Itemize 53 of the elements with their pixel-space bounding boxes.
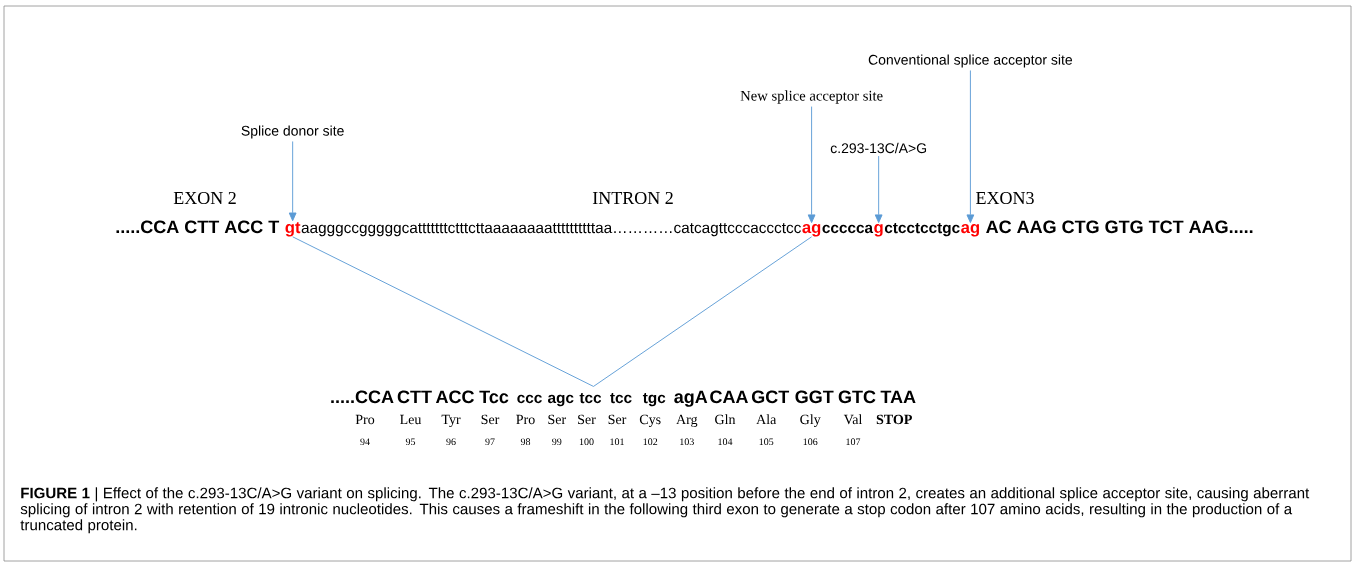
residue-number: 99 xyxy=(552,438,562,446)
sequence-text: .....CCA CTT ACC T xyxy=(116,220,280,234)
residue-number: 97 xyxy=(485,438,495,446)
callout-label: New splice acceptor site xyxy=(740,90,883,104)
amino-acid: Ala xyxy=(756,414,777,425)
region-label: INTRON 2 xyxy=(592,191,673,205)
highlighted-bases: ag xyxy=(802,224,821,237)
amino-acid: Pro xyxy=(355,414,375,425)
residue-number: 103 xyxy=(680,438,694,446)
amino-acid: Val xyxy=(843,414,863,425)
residue-number: 94 xyxy=(360,438,370,446)
sequence-text: ccccca xyxy=(822,224,874,234)
arrow xyxy=(288,141,297,222)
connector-line xyxy=(292,236,594,387)
residue-number: 102 xyxy=(643,438,658,446)
arrow xyxy=(966,70,975,224)
callout-label: c.293-13C/A>G xyxy=(830,142,927,154)
region-label: EXON 2 xyxy=(173,191,236,205)
sequence-text: aagggccgggggcatttttttctttcttaaaaaaaattttttttttaa…………catcagttcccaccctcc xyxy=(301,223,801,237)
amino-acid: Leu xyxy=(400,414,422,425)
codon-sequence: .....CCA CTT ACC Tcc ccc agc tcc tcc tgc agA CAA GCT GGT GTC TAA xyxy=(331,390,916,407)
caption: FIGURE 1 | Effect of the c.293-13C/A>G variant on splicing. The c.293-13C/A>G variant, at a –13 position before the end of intron 2, creates an additional splice acceptor site, causing aberrant splicing of intron 2 with retention of 19 intronic nucleotides. This causes a frameshift in the following third exon to generate a stop codon after 107 amino acids, resulting in the production of a truncated protein. xyxy=(20,487,1310,534)
residue-number: 98 xyxy=(520,438,531,446)
residue-number: 96 xyxy=(446,438,456,446)
amino-acid: Ser xyxy=(481,414,500,425)
sequence-text: AC AAG CTG GTG TCT AAG..... xyxy=(986,220,1253,234)
amino-acid: Arg xyxy=(676,414,698,427)
amino-acid: Pro xyxy=(516,414,535,425)
highlighted-bases: g xyxy=(874,224,883,237)
callout-label: Conventional splice acceptor site xyxy=(868,54,1073,68)
residue-number: 95 xyxy=(405,438,416,446)
amino-acid: Gly xyxy=(800,414,821,427)
amino-acid: Ser xyxy=(578,414,596,425)
callout-label: Splice donor site xyxy=(241,125,344,139)
amino-acid: Tyr xyxy=(441,414,461,427)
amino-acid: STOP xyxy=(876,414,912,425)
sequence-text: ctcctcctgc xyxy=(884,223,960,237)
residue-number: 106 xyxy=(803,438,818,446)
arrow xyxy=(874,155,883,224)
highlighted-bases: ag xyxy=(961,224,979,237)
residue-number: 107 xyxy=(846,438,861,446)
highlighted-bases: gt xyxy=(285,222,301,237)
connector-line xyxy=(593,236,813,387)
residue-number: 101 xyxy=(610,438,624,446)
region-label: EXON3 xyxy=(976,191,1034,205)
residue-number: 100 xyxy=(579,438,594,446)
amino-acid: Ser xyxy=(608,414,627,425)
amino-acid: Cys xyxy=(639,414,661,427)
amino-acid: Gln xyxy=(715,414,736,425)
arrow xyxy=(807,106,816,224)
residue-number: 105 xyxy=(759,438,774,446)
amino-acid: Ser xyxy=(548,414,566,425)
residue-number: 104 xyxy=(718,438,733,446)
